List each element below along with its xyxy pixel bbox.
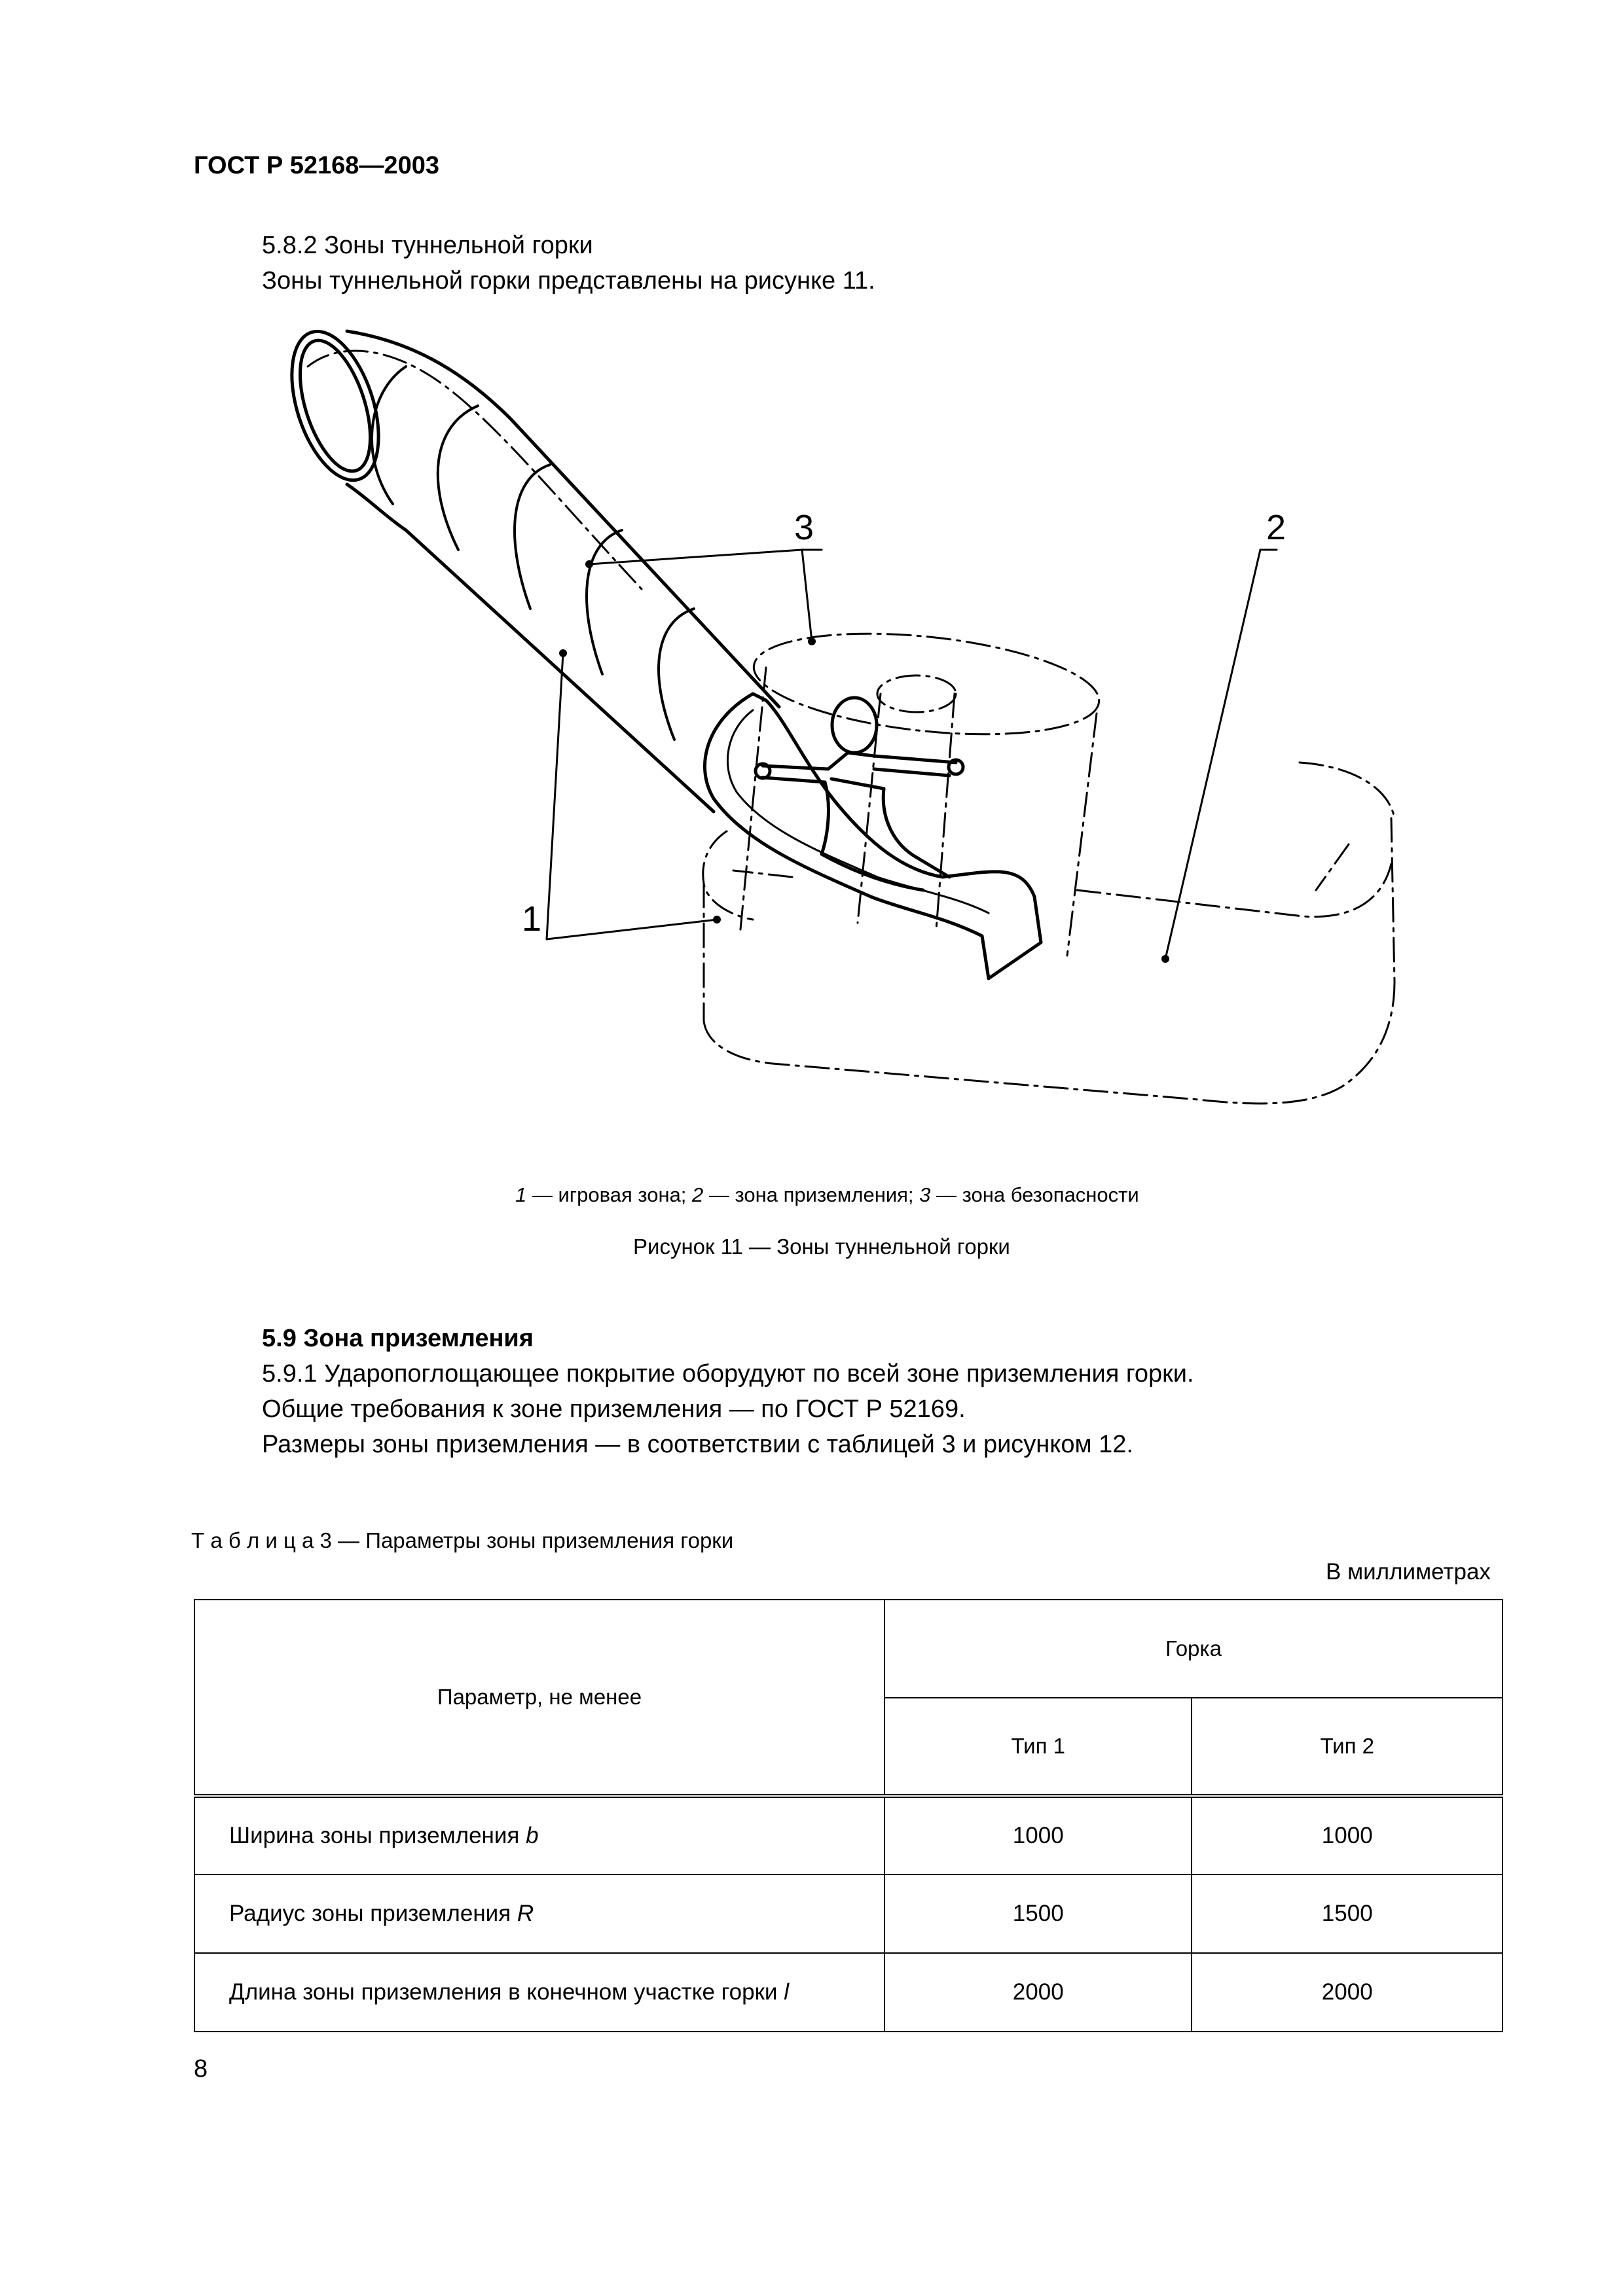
tube-opening-inner [298,338,373,473]
figure-caption: Рисунок 11 — Зоны туннельной горки [633,1234,1010,1259]
row-type2-value: 1000 [1191,1794,1503,1875]
slide-runout-inner [726,709,990,914]
row-type2-value: 1500 [1191,1874,1503,1954]
row-name-text: Длина зоны приземления в конечном участк… [229,1979,784,2005]
legend-num-2: 2 [692,1183,704,1206]
safety-zone-tube-outline [306,350,643,590]
figure-tunnel-slide-zones [290,329,1396,1105]
figure-legend: 1 — игровая зона; 2 — зона приземления; … [515,1183,1139,1207]
landing-zone-parameters-table: Параметр, не менее Горка Тип 1 Тип 2 Шир… [194,1599,1504,2032]
table-subheader-row: Тип 1 Тип 2 [194,1697,1503,1797]
row-type1-value: 2000 [883,1952,1193,2032]
header-type1: Тип 1 [883,1697,1193,1797]
table-title-text: — Параметры зоны приземления горки [331,1528,734,1552]
row-name-text: Ширина зоны приземления [229,1823,526,1848]
landing-zone-outline [702,761,1396,1105]
section-line-5-9-1: 5.9.1 Ударопоглощающее покрытие оборудую… [262,1360,1194,1388]
header-type2: Тип 2 [1191,1697,1503,1797]
row-var: b [526,1823,539,1848]
legend-text-1: — игровая зона; [526,1183,693,1206]
section-line-sizes: Размеры зоны приземления — в соответстви… [262,1431,1133,1458]
table-title: Т а б л и ц а 3 — Параметры зоны приземл… [191,1528,733,1553]
leader-dots [559,560,1169,963]
row-name: Ширина зоны приземления b [194,1794,885,1875]
row-name: Радиус зоны приземления R [194,1874,885,1954]
row-type2-value: 2000 [1191,1952,1503,2032]
section-heading-5-9: 5.9 Зона приземления [262,1325,534,1352]
row-name-text: Радиус зоны приземления [229,1901,517,1926]
safety-zone-cylinder [739,632,1101,957]
legend-num-3: 3 [919,1183,931,1206]
table-row: Ширина зоны приземления b 1000 1000 [194,1794,1503,1875]
row-type1-value: 1500 [883,1874,1193,1954]
document-header: ГОСТ Р 52168—2003 [194,152,439,179]
section-text-5-8-2: Зоны туннельной горки представлены на ри… [262,267,875,295]
row-name: Длина зоны приземления в конечном участк… [194,1952,885,2032]
child-figure [754,696,965,892]
tube-body-top [345,329,781,709]
header-param: Параметр, не менее [194,1599,885,1797]
tube-opening-outer [290,329,380,482]
section-line-general: Общие требования к зоне приземления — по… [262,1395,966,1423]
slide-runout-outer [703,692,1043,980]
table-header-row: Параметр, не менее Горка [194,1599,1504,1797]
legend-num-1: 1 [515,1183,527,1206]
tube-body-bottom [345,482,716,814]
row-type1-value: 1000 [883,1794,1193,1875]
legend-text-2: — зона приземления; [703,1183,920,1206]
table-label: Т а б л и ц а 3 [191,1528,332,1552]
page-number: 8 [194,2055,208,2083]
callout-3: 3 [794,508,814,547]
callout-1: 1 [522,899,542,939]
row-var: l [784,1979,789,2005]
callout-2: 2 [1266,508,1286,547]
row-var: R [517,1901,534,1926]
table-units: В миллиметрах [1326,1559,1491,1585]
table-row: Длина зоны приземления в конечном участк… [194,1952,1503,2032]
leader-lines [545,548,1278,960]
legend-text-3: — зона безопасности [930,1183,1139,1206]
header-group: Горка [883,1599,1504,1698]
tube-rings [371,365,695,741]
table-row: Радиус зоны приземления R 1500 1500 [194,1874,1503,1954]
section-heading-5-8-2: 5.8.2 Зоны туннельной горки [262,232,593,259]
